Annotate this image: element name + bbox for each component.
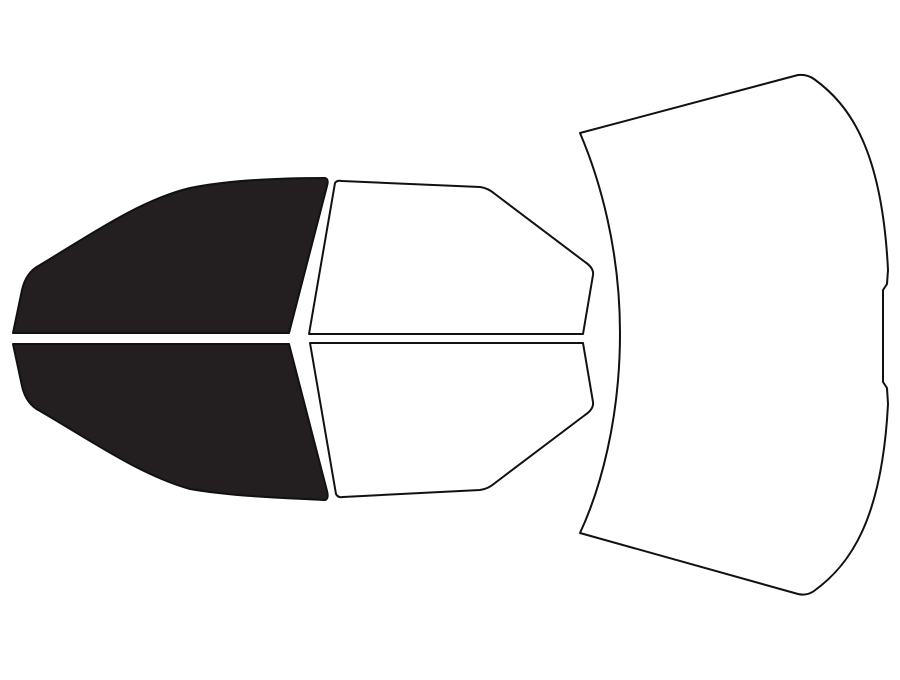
front-right-door-window[interactable] bbox=[12, 343, 329, 501]
rear-right-door-window[interactable] bbox=[309, 342, 595, 499]
front-left-door-window[interactable] bbox=[12, 177, 329, 334]
rear-windshield[interactable] bbox=[579, 73, 889, 596]
rear-left-door-window[interactable] bbox=[308, 179, 595, 335]
